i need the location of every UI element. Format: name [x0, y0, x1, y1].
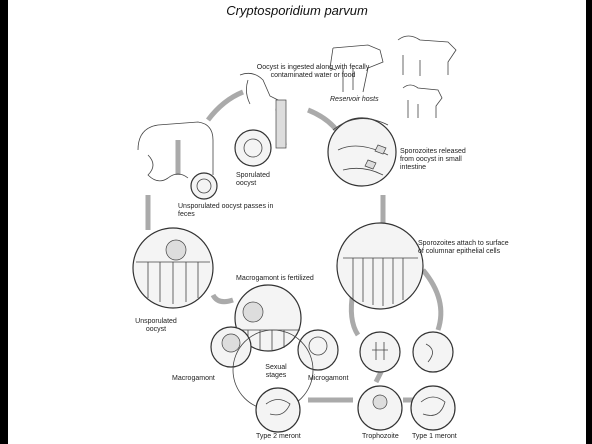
microgamont-image — [298, 330, 338, 370]
label-unsporulated-oocyst: Unsporulated oocyst — [126, 318, 186, 334]
slide: Cryptosporidium parvum — [8, 0, 586, 444]
label-sporozoites-attach: Sporozoites attach to surface of columna… — [418, 240, 510, 256]
arrow-ingestion — [208, 92, 243, 120]
label-type2-meront: Type 2 meront — [256, 433, 301, 441]
label-trophozoite: Trophozoite — [362, 433, 399, 441]
label-sporozoites-released: Sporozoites released from oocyst in smal… — [400, 148, 478, 172]
sporulated-oocyst-image — [235, 130, 271, 166]
label-macrogamont-fertilized: Macrogamont is fertilized — [236, 275, 314, 283]
meront-stage-circle-b — [413, 332, 453, 372]
label-ingestion: Oocyst is ingested along with fecally co… — [253, 64, 373, 80]
label-type1-meront: Type 1 meront — [412, 433, 457, 441]
unsporulated-oocyst-feces-image — [191, 173, 217, 199]
arrow-to-type1 — [423, 270, 441, 330]
label-sexual-stages: Sexual stages — [260, 364, 292, 380]
type2-meront-image — [256, 388, 300, 432]
label-sporulated-oocyst: Sporulated oocyst — [236, 172, 286, 188]
meront-stage-circle-a — [360, 332, 400, 372]
label-macrogamont: Macrogamont — [172, 375, 215, 383]
arrow-to-intestine — [308, 110, 338, 132]
arrow-to-unsporulated — [213, 295, 233, 302]
label-reservoir-hosts: Reservoir hosts — [330, 96, 379, 104]
intestine-circle-image — [328, 118, 396, 186]
label-unsporulated-passes: Unsporulated oocyst passes in feces — [178, 203, 288, 219]
label-microgamont: Microgamont — [308, 375, 348, 383]
type1-meront-image — [411, 386, 455, 430]
epithelial-cells-image — [337, 223, 423, 309]
